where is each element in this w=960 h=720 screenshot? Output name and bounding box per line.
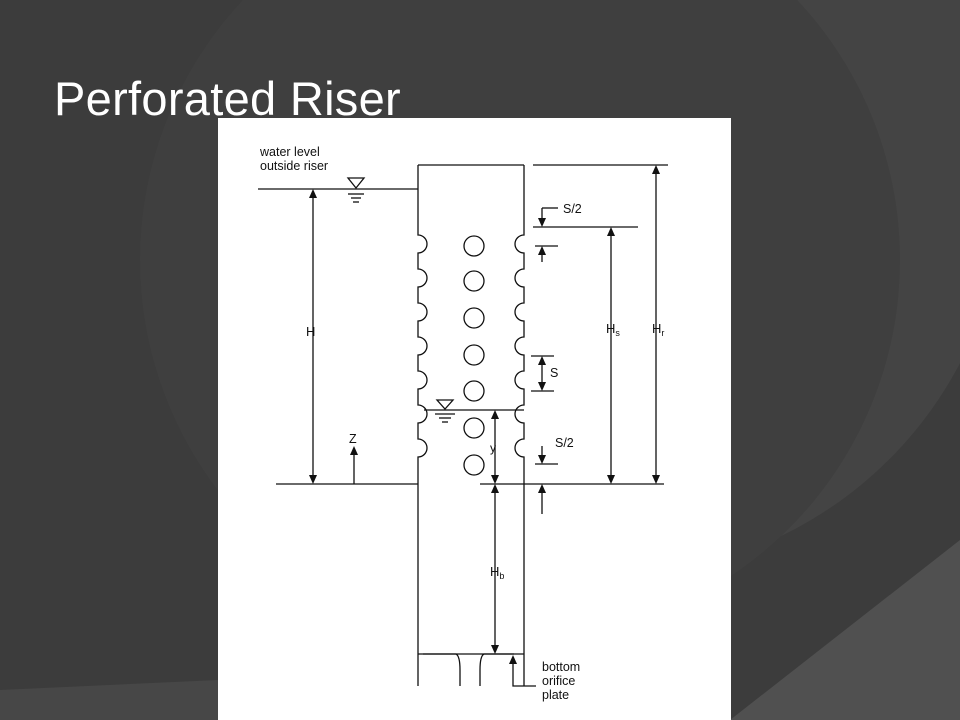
orifice-plate-left: [423, 653, 461, 686]
y-label: y: [490, 441, 496, 455]
Hs-label: Hs: [606, 321, 620, 338]
Hb-arrow-top: [491, 484, 499, 493]
sh-top-arrowhead: [538, 218, 546, 227]
S-label: S: [550, 366, 558, 380]
H-label: H: [306, 324, 315, 339]
bottom-orifice-label-line3: plate: [542, 688, 569, 702]
S-half-bottom-label: S/2: [555, 436, 574, 450]
orifice-plate-right: [479, 653, 514, 686]
water-surface-icon: [435, 399, 455, 410]
water-surface-icon: [346, 177, 366, 190]
H-arrow-bottom: [309, 475, 317, 484]
sh-bottom-arrowhead-up: [538, 484, 546, 493]
orifice-hole: [463, 270, 485, 292]
s-arrowhead-bottom: [538, 382, 546, 391]
sh-top-arrowhead-up: [538, 246, 546, 255]
Z-label: Z: [349, 432, 357, 446]
water-level-label-line1: water level: [259, 145, 320, 159]
bottom-orifice-label-line1: bottom: [542, 660, 580, 674]
s-arrowhead-top: [538, 356, 546, 365]
riser-diagram: water level outside riser H Z S/2 S S/2 …: [258, 145, 668, 702]
S-half-top-label: S/2: [563, 202, 582, 216]
sh-bottom-arrowhead: [538, 455, 546, 464]
y-arrow-bottom: [491, 475, 499, 484]
Hr-arrow-bottom: [652, 475, 660, 484]
Hr-arrow-top: [652, 165, 660, 174]
orifice-hole: [463, 380, 485, 402]
slide-title: Perforated Riser: [54, 72, 401, 126]
orifice-hole: [463, 344, 485, 366]
Z-arrowhead: [350, 446, 358, 455]
Hb-arrow-bottom: [491, 645, 499, 654]
bottom-orifice-label-line2: orifice: [542, 674, 575, 688]
riser-right-wall: [514, 165, 525, 654]
orifice-hole: [463, 454, 485, 476]
Hb-label: Hb: [490, 564, 504, 581]
Hs-arrow-top: [607, 227, 615, 236]
perforated-riser-figure: water level outside riser H Z S/2 S S/2 …: [218, 118, 731, 720]
bottom-pointer-arrowhead: [509, 655, 517, 664]
H-arrow-top: [309, 189, 317, 198]
bottom-pointer-line: [512, 660, 536, 687]
Hs-arrow-bottom: [607, 475, 615, 484]
orifice-hole: [463, 417, 485, 439]
water-level-label-line2: outside riser: [260, 159, 328, 173]
orifice-hole: [463, 307, 485, 329]
y-arrow-top: [491, 410, 499, 419]
riser-left-wall: [417, 165, 428, 654]
Hr-label: Hr: [652, 321, 664, 338]
orifice-hole: [463, 235, 485, 257]
